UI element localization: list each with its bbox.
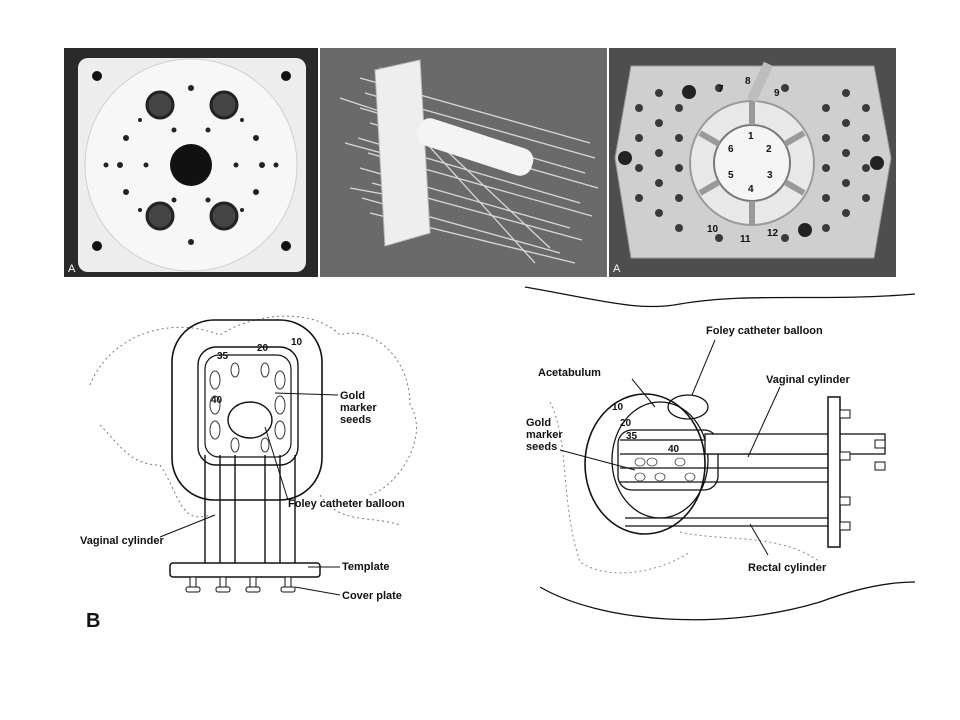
label-vaginal-cylinder: Vaginal cylinder bbox=[766, 374, 850, 386]
panel-letter: A bbox=[68, 263, 76, 275]
isodose-label-40: 40 bbox=[668, 444, 680, 455]
template-number: 7 bbox=[718, 84, 724, 95]
label-foley-catheter-balloon: Foley catheter balloon bbox=[706, 325, 823, 337]
body-contour-bottom bbox=[539, 581, 916, 621]
foley-balloon bbox=[227, 401, 273, 439]
label-vaginal-cylinder: Vaginal cylinder bbox=[80, 535, 164, 547]
template-number: 3 bbox=[767, 170, 773, 181]
lateral-view-drawing bbox=[524, 286, 916, 621]
label-template: Template bbox=[342, 561, 390, 573]
isodose-label-20: 20 bbox=[620, 418, 632, 429]
numbered-template-illustration bbox=[609, 48, 896, 277]
central-hole bbox=[170, 144, 212, 186]
isodose-label-35: 35 bbox=[626, 431, 638, 442]
isodose-label-35: 35 bbox=[217, 351, 229, 362]
isodose-10 bbox=[584, 393, 706, 535]
template-number: 2 bbox=[766, 144, 772, 155]
label-acetabulum: Acetabulum bbox=[538, 367, 601, 379]
template-number: 1 bbox=[748, 131, 754, 142]
isodose-label-10: 10 bbox=[291, 337, 303, 348]
photo-numbered-template: 1 2 3 4 5 6 7 8 9 10 11 12 A bbox=[609, 48, 896, 277]
isodose-label-10: 10 bbox=[612, 402, 624, 413]
label-foley-catheter-balloon: Foley catheter balloon bbox=[288, 498, 405, 510]
needle-assembly-illustration bbox=[320, 48, 607, 277]
screw-head bbox=[209, 90, 239, 120]
leader-lines bbox=[159, 392, 341, 596]
foley-balloon bbox=[667, 394, 709, 420]
template-number: 11 bbox=[740, 234, 751, 245]
template-number: 4 bbox=[748, 184, 754, 195]
template-number: 8 bbox=[745, 76, 751, 87]
frontal-view-drawing bbox=[89, 315, 417, 596]
screw-head bbox=[145, 201, 175, 231]
panel-letter: A bbox=[613, 263, 621, 275]
screw-head bbox=[145, 90, 175, 120]
leader-lines bbox=[559, 339, 781, 556]
label-rectal-cylinder: Rectal cylinder bbox=[748, 562, 827, 574]
vaginal-cylinder bbox=[416, 118, 534, 176]
isodose-20 bbox=[197, 346, 299, 466]
template-plate-illustration bbox=[64, 48, 318, 277]
isodose-label-40: 40 bbox=[211, 395, 223, 406]
template-number: 6 bbox=[728, 144, 734, 155]
template-number: 5 bbox=[728, 170, 734, 181]
isodose-35 bbox=[204, 354, 292, 458]
photo-needle-assembly bbox=[320, 48, 607, 277]
isodose-35 bbox=[617, 429, 719, 491]
label-cover-plate: Cover plate bbox=[342, 590, 402, 602]
diagram-frontal-view: 10 20 35 40 Gold marker seeds Foley cath… bbox=[70, 295, 470, 625]
screw-head bbox=[209, 201, 239, 231]
template-plate bbox=[827, 396, 841, 548]
diagram-lateral-view: 10 20 35 40 Foley catheter balloon Aceta… bbox=[520, 282, 920, 642]
isodose-10 bbox=[171, 319, 323, 501]
template-number: 12 bbox=[767, 228, 779, 239]
panel-letter-b: B bbox=[86, 610, 101, 632]
template-number: 9 bbox=[774, 88, 780, 99]
pelvis-outline bbox=[89, 315, 417, 526]
template-block bbox=[374, 59, 431, 247]
body-contour-top bbox=[524, 286, 916, 308]
photo-template-plate: A bbox=[64, 48, 318, 277]
isodose-label-20: 20 bbox=[257, 343, 269, 354]
label-gold-marker-seeds: Gold marker seeds bbox=[526, 417, 563, 453]
label-gold-marker-seeds: Gold marker seeds bbox=[340, 390, 377, 426]
template-number: 10 bbox=[707, 224, 719, 235]
template-bar bbox=[169, 562, 321, 578]
